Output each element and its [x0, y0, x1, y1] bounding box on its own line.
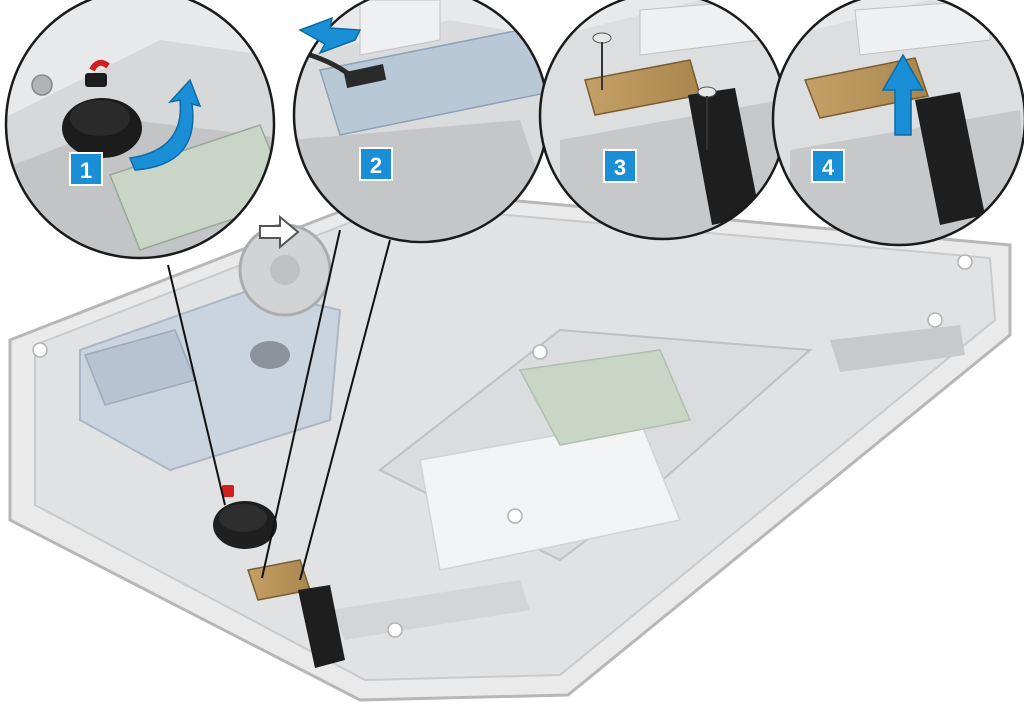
- arrow-up-icon: [881, 53, 925, 136]
- curved-arrow-icon: [128, 78, 202, 171]
- step-badge-1: 1: [69, 152, 103, 186]
- step-badge-3: 3: [603, 149, 637, 183]
- flow-arrow-icon: [259, 214, 300, 250]
- step-badge-4: 4: [811, 149, 845, 183]
- arrow-left-up-icon: [298, 16, 362, 55]
- screw-icon: [592, 32, 717, 150]
- leader-line-2a: [261, 229, 341, 579]
- step-number-4: 4: [822, 155, 835, 180]
- callout-step-3: [538, 0, 788, 241]
- step-badge-2: 2: [359, 147, 393, 181]
- speaker-right: [830, 325, 965, 372]
- touchpad-connector: [518, 349, 692, 446]
- step-number-1: 1: [80, 158, 92, 183]
- laptop-base: [8, 188, 1012, 702]
- leader-line-1a: [167, 264, 226, 506]
- led-board-tape: [298, 585, 345, 668]
- step-number-2: 2: [370, 153, 382, 178]
- callout-step-1: [4, 0, 276, 260]
- coin-cell-battery-on-base: [213, 485, 277, 549]
- leader-line-2b: [299, 239, 391, 581]
- callout-step-4: [771, 0, 1024, 247]
- step-number-3: 3: [614, 155, 626, 180]
- callout-step-2: [292, 0, 550, 244]
- dell-logo: [250, 341, 290, 369]
- speaker-left: [330, 580, 530, 640]
